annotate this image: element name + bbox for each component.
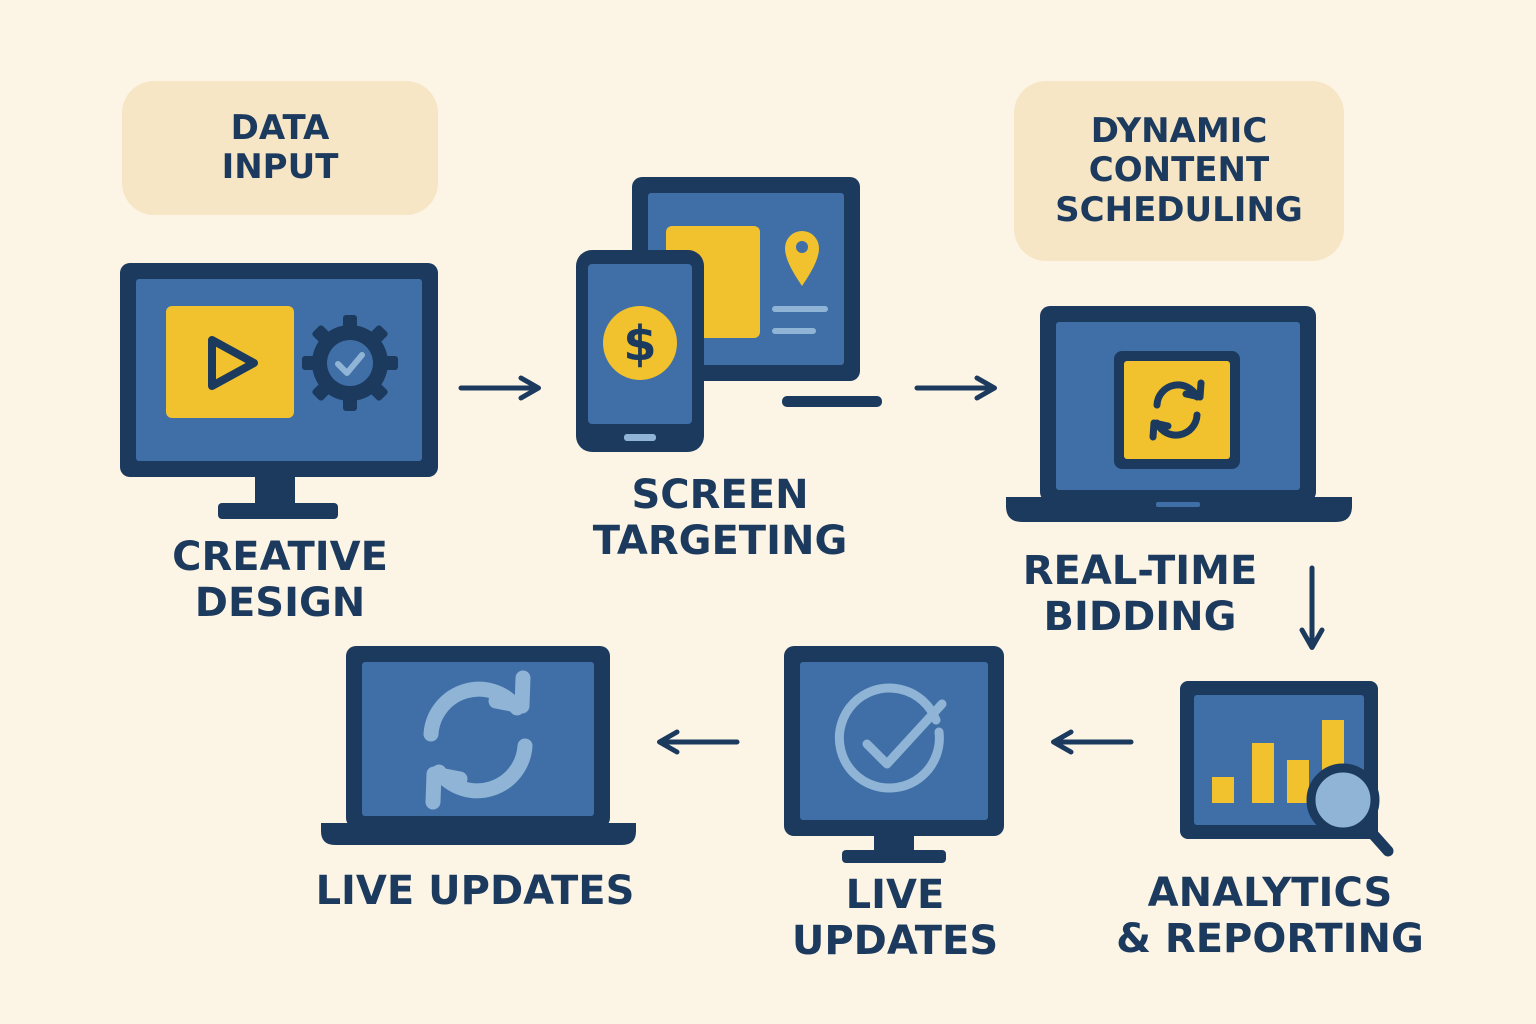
data-input-badge: DATA INPUT [122, 81, 438, 215]
refresh-icon [1149, 379, 1205, 441]
flow-arrows [458, 375, 1325, 755]
live-updates-laptop-icon [321, 646, 636, 845]
gear-check-icon [302, 315, 398, 411]
real-time-bidding-laptop-icon [1006, 306, 1352, 522]
analytics-reporting-label: ANALYTICS & REPORTING [1116, 870, 1424, 963]
live-updates-laptop-label: LIVE UPDATES [315, 868, 635, 914]
dynamic-content-badge: DYNAMIC CONTENT SCHEDULING [1014, 81, 1344, 261]
play-icon [166, 306, 294, 418]
dollar-icon: $ [603, 306, 677, 380]
real-time-bidding-label: REAL-TIME BIDDING [1022, 548, 1258, 641]
screen-targeting-label: SCREEN TARGETING [592, 472, 848, 565]
magnifier-icon [1306, 763, 1394, 857]
creative-design-label: CREATIVE DESIGN [172, 534, 388, 627]
check-circle-icon [834, 683, 947, 793]
data-input-badge-text: DATA INPUT [221, 107, 339, 187]
sync-icon [423, 670, 533, 810]
location-pin-icon [785, 231, 819, 286]
dynamic-content-badge-text: DYNAMIC CONTENT SCHEDULING [1055, 110, 1303, 230]
live-updates-monitor-label: LIVE UPDATES [791, 872, 999, 965]
svg-text:$: $ [623, 316, 656, 372]
